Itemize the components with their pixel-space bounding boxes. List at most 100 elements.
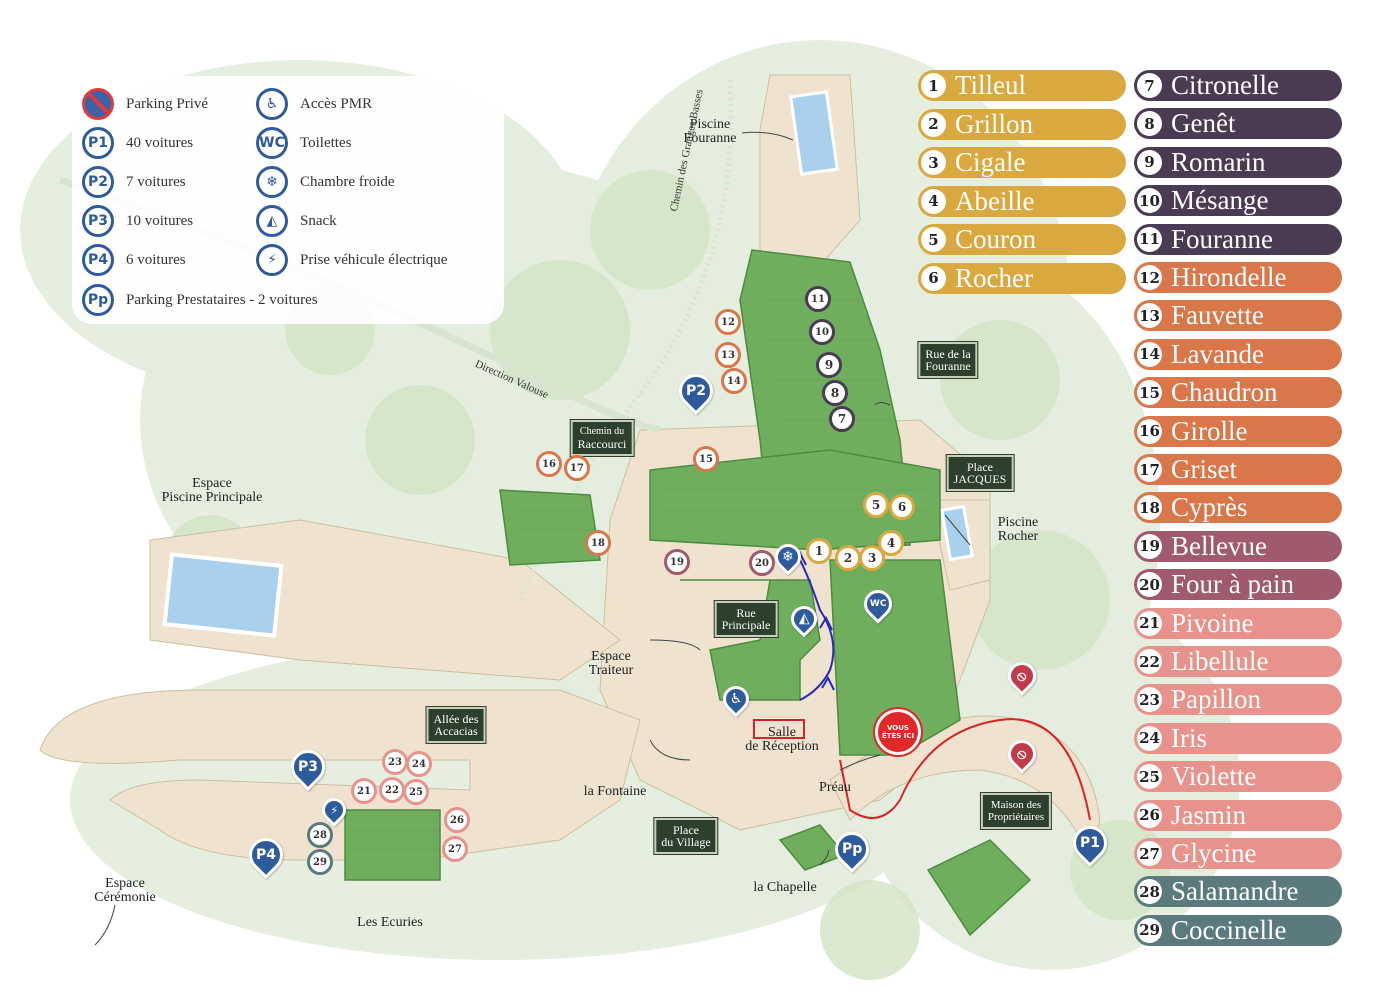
room-marker[interactable]: 6 [889,494,915,520]
room-item: 11 Fouranne [1134,223,1342,255]
room-marker[interactable]: 20 [749,550,775,576]
legend-label: Prise véhicule électrique [300,251,448,268]
room-marker[interactable]: 3 [859,545,885,571]
room-number: 28 [1137,879,1162,905]
room-number: 23 [1137,687,1162,713]
room-name: Bellevue [1171,530,1267,561]
room-marker[interactable]: 2 [835,545,861,571]
pp-icon: Pp [82,284,114,316]
room-marker[interactable]: 7 [829,406,855,432]
room-number: 11 [1137,226,1162,252]
legend-label: Snack [300,212,337,229]
room-name: Glycine [1171,838,1257,868]
pizza-icon: ◭ [256,205,288,237]
room-marker[interactable]: 19 [664,549,690,575]
room-marker[interactable]: 28 [307,822,333,848]
room-number: 14 [1137,341,1162,367]
room-name: Citronelle [1171,70,1279,100]
room-number: 4 [921,188,946,214]
room-number: 17 [1137,457,1162,482]
room-marker[interactable]: 16 [536,451,562,477]
room-number: 1 [921,73,946,98]
room-marker[interactable]: 14 [721,368,747,394]
room-name: Fouranne [1171,223,1273,254]
legend-label: Accès PMR [300,95,373,112]
room-marker[interactable]: 11 [805,286,831,312]
legend-label: Parking Privé [126,95,209,112]
room-marker[interactable]: 15 [693,446,719,472]
room-number: 20 [1137,572,1162,598]
room-number: 7 [1137,73,1162,98]
room-marker[interactable]: 24 [406,751,432,777]
room-number: 19 [1137,533,1162,559]
room-name: Violette [1171,761,1257,792]
room-marker[interactable]: 26 [444,807,470,833]
room-marker[interactable]: 27 [442,836,468,862]
electric-car-icon: ⚡ [256,244,288,276]
room-marker[interactable]: 8 [822,380,848,406]
room-marker[interactable]: 1 [806,538,832,564]
room-marker[interactable]: 9 [816,352,842,378]
room-name: Couron [955,224,1036,254]
room-name: Coccinelle [1171,914,1287,945]
room-name: Iris [1171,722,1207,753]
room-marker[interactable]: 17 [564,455,590,481]
room-marker[interactable]: 5 [863,492,889,518]
room-marker[interactable]: 29 [307,849,333,875]
room-marker[interactable]: 21 [351,778,377,804]
room-marker[interactable]: 4 [878,530,904,556]
room-name: Mésange [1171,185,1269,216]
p4-icon: P4 [82,244,114,276]
room-marker[interactable]: 18 [585,530,611,556]
label-fontaine: la Fontaine [583,784,647,799]
room-marker[interactable]: 13 [715,342,741,368]
wheelchair-icon: ♿ [256,88,288,120]
p3-icon: P3 [82,205,114,237]
label-preau: Préau [819,780,851,795]
room-name: Fauvette [1171,300,1264,331]
legend-item: ◭ Snack [256,205,337,237]
room-name: Romarin [1171,146,1266,177]
room-number: 12 [1137,265,1162,290]
room-name: Abeille [955,185,1035,216]
room-name: Cigale [955,147,1026,177]
room-marker[interactable]: 10 [809,319,835,345]
room-name: Salamandre [1171,876,1299,907]
wc-icon: WC [256,127,288,159]
room-item: 17 Griset [1134,454,1342,485]
room-marker[interactable]: 25 [403,779,429,805]
room-number: 9 [1137,149,1162,175]
room-marker[interactable]: 12 [715,309,741,335]
legend-item: P4 6 voitures [82,244,186,276]
legend-label: 40 voitures [126,134,194,151]
room-name: Griset [1171,454,1237,484]
room-number: 8 [1137,111,1162,137]
room-marker[interactable]: 22 [379,777,405,803]
room-number: 26 [1137,802,1162,828]
room-number: 10 [1137,188,1162,214]
room-name: Rocher [955,262,1033,293]
legend-label: Parking Prestataires - 2 voitures [126,291,318,308]
room-name: Libellule [1171,646,1269,676]
room-marker[interactable]: 23 [382,749,408,775]
you-are-here-marker[interactable]: VOUS ÊTES ICI [873,707,923,757]
legend-label: 6 voitures [126,251,186,268]
